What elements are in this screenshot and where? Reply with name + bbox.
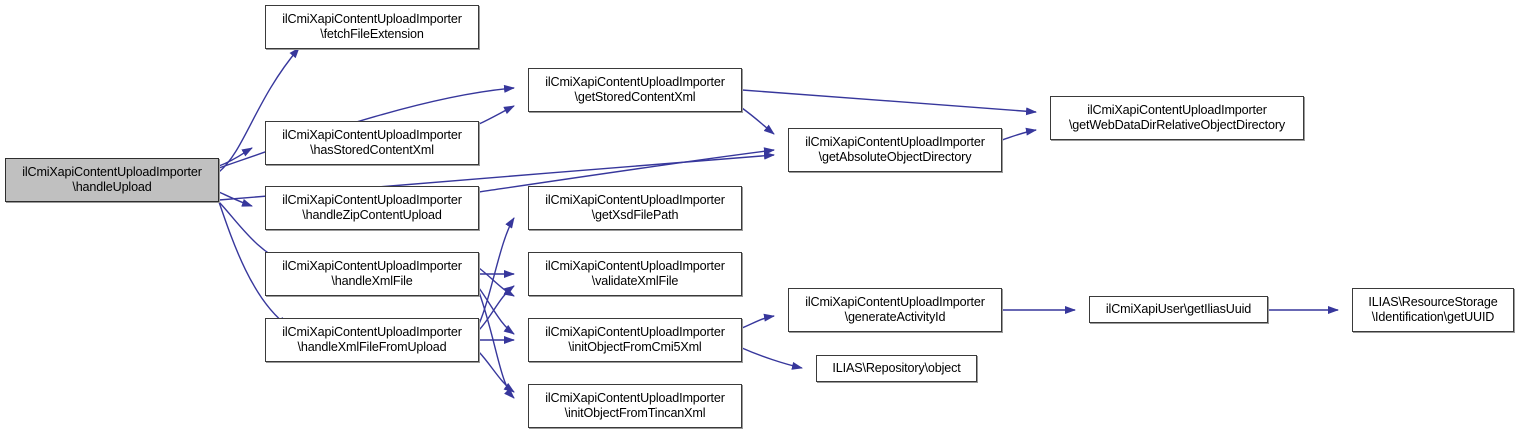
- graph-node-initObjectFromCmi5Xml[interactable]: ilCmiXapiContentUploadImporter \initObje…: [528, 318, 742, 362]
- graph-node-getWebDataDirRelativeObjectDirectory[interactable]: ilCmiXapiContentUploadImporter \getWebDa…: [1050, 96, 1304, 140]
- graph-node-handleZipContentUpload[interactable]: ilCmiXapiContentUploadImporter \handleZi…: [265, 186, 479, 230]
- graph-node-validateXmlFile[interactable]: ilCmiXapiContentUploadImporter \validate…: [528, 252, 742, 296]
- graph-node-label: ilCmiXapiContentUploadImporter \getWebDa…: [1068, 103, 1286, 132]
- graph-node-label: ilCmiXapiContentUploadImporter \hasStore…: [282, 128, 462, 157]
- graph-node-label: ILIAS\ResourceStorage \Identification\ge…: [1368, 295, 1498, 324]
- graph-node-label: ilCmiXapiContentUploadImporter \handleUp…: [22, 165, 202, 194]
- graph-node-generateActivityId[interactable]: ilCmiXapiContentUploadImporter \generate…: [788, 288, 1002, 332]
- graph-node-label: ilCmiXapiContentUploadImporter \fetchFil…: [282, 12, 462, 41]
- graph-node-fetchFileExtension[interactable]: ilCmiXapiContentUploadImporter \fetchFil…: [265, 5, 479, 49]
- graph-node-label: ILIAS\Repository\object: [832, 361, 961, 376]
- graph-node-label: ilCmiXapiContentUploadImporter \handleXm…: [282, 259, 462, 288]
- graph-edge-handleUpload-to-hasStoredContentXml: [218, 147, 253, 167]
- graph-node-repositoryObject[interactable]: ILIAS\Repository\object: [816, 355, 977, 382]
- graph-node-handleUpload[interactable]: ilCmiXapiContentUploadImporter \handleUp…: [5, 158, 219, 202]
- graph-node-getUUID[interactable]: ILIAS\ResourceStorage \Identification\ge…: [1352, 288, 1514, 332]
- graph-edge-handleXmlFile-to-validateXmlFile: [478, 267, 515, 297]
- graph-edge-handleXmlFileFromUpload-to-initObjectFromTincanXml: [478, 351, 515, 393]
- graph-node-label: ilCmiXapiContentUploadImporter \initObje…: [545, 325, 725, 354]
- graph-node-getXsdFilePath[interactable]: ilCmiXapiContentUploadImporter \getXsdFi…: [528, 186, 742, 230]
- graph-edge-getAbsoluteObjectDirectory-to-getWebDataDirRelativeObjectDirectory: [1001, 127, 1037, 141]
- graph-node-label: ilCmiXapiContentUploadImporter \getStore…: [545, 75, 725, 104]
- graph-node-getIliasUuid[interactable]: ilCmiXapiUser\getIliasUuid: [1089, 296, 1268, 323]
- graph-edge-handleUpload-to-handleZipContentUpload: [218, 191, 253, 207]
- graph-node-getAbsoluteObjectDirectory[interactable]: ilCmiXapiContentUploadImporter \getAbsol…: [788, 128, 1002, 172]
- graph-edge-hasStoredContentXml-to-getStoredContentXml: [478, 105, 515, 125]
- graph-node-handleXmlFileFromUpload[interactable]: ilCmiXapiContentUploadImporter \handleXm…: [265, 318, 479, 362]
- graph-node-initObjectFromTincanXml[interactable]: ilCmiXapiContentUploadImporter \initObje…: [528, 384, 742, 428]
- graph-edge-handleXmlFile-to-initObjectFromTincanXml: [478, 291, 515, 399]
- graph-node-label: ilCmiXapiContentUploadImporter \getAbsol…: [805, 135, 985, 164]
- graph-node-getStoredContentXml[interactable]: ilCmiXapiContentUploadImporter \getStore…: [528, 68, 742, 112]
- graph-node-label: ilCmiXapiContentUploadImporter \validate…: [545, 259, 725, 288]
- graph-node-handleXmlFile[interactable]: ilCmiXapiContentUploadImporter \handleXm…: [265, 252, 479, 296]
- graph-edge-initObjectFromCmi5Xml-to-repositoryObject: [741, 347, 803, 370]
- graph-node-hasStoredContentXml[interactable]: ilCmiXapiContentUploadImporter \hasStore…: [265, 121, 479, 165]
- graph-node-label: ilCmiXapiUser\getIliasUuid: [1105, 302, 1252, 317]
- graph-node-label: ilCmiXapiContentUploadImporter \generate…: [805, 295, 985, 324]
- graph-edge-initObjectFromCmi5Xml-to-generateActivityId: [741, 313, 775, 329]
- graph-node-label: ilCmiXapiContentUploadImporter \handleZi…: [282, 193, 462, 222]
- graph-edge-handleXmlFile-to-initObjectFromCmi5Xml: [478, 287, 515, 335]
- graph-node-label: ilCmiXapiContentUploadImporter \getXsdFi…: [545, 193, 725, 222]
- graph-node-label: ilCmiXapiContentUploadImporter \initObje…: [545, 391, 725, 420]
- graph-edge-handleXmlFileFromUpload-to-validateXmlFile: [478, 285, 515, 331]
- graph-edge-handleXmlFileFromUpload-to-getXsdFilePath: [478, 217, 515, 325]
- graph-node-label: ilCmiXapiContentUploadImporter \handleXm…: [282, 325, 462, 354]
- graph-edge-getStoredContentXml-to-getWebDataDirRelativeObjectDirectory: [741, 89, 1037, 116]
- graph-edge-getStoredContentXml-to-getAbsoluteObjectDirectory: [741, 107, 775, 135]
